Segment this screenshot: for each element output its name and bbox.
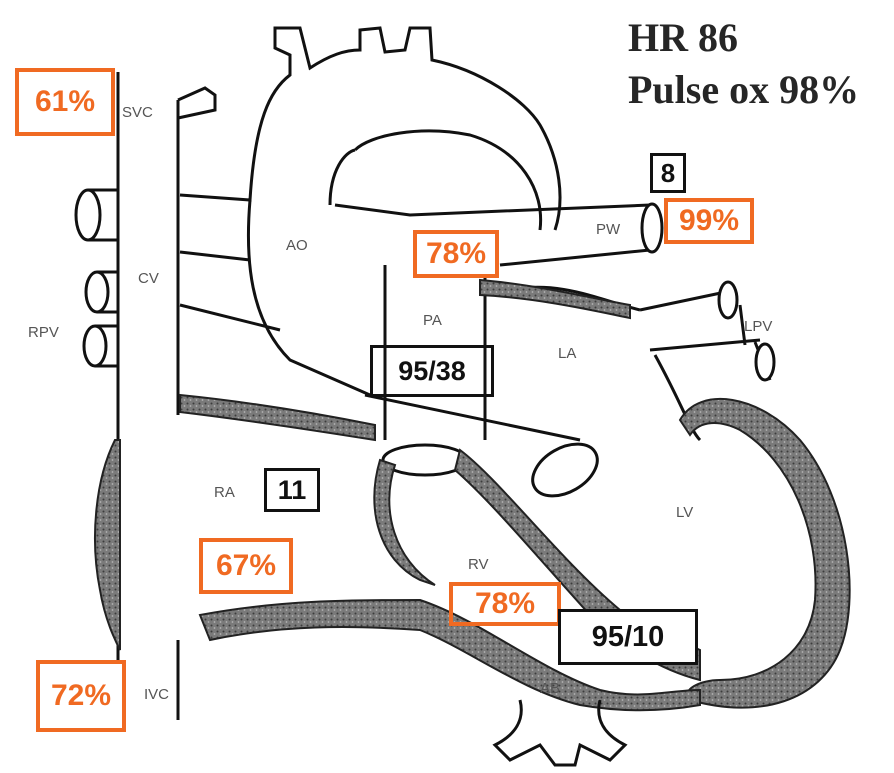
right-pulmonary-veins	[76, 190, 118, 366]
label-lpv: LPV	[744, 318, 772, 335]
right-ventricle-pressure: 95/10	[558, 609, 698, 665]
lv-wall	[680, 399, 850, 708]
svc-saturation: 61%	[15, 68, 115, 136]
pa-diagonal	[365, 395, 580, 440]
label-ao: AO	[286, 237, 308, 254]
label-la: LA	[558, 345, 576, 362]
interatrial-septum	[180, 395, 375, 440]
right-ventricle-saturation: 78%	[449, 582, 561, 626]
right-atrium-pressure: 11	[264, 468, 320, 512]
label-svc: SVC	[122, 104, 153, 121]
svc-vessel	[118, 72, 178, 660]
rv-trabecula	[374, 460, 435, 585]
ra-wall	[95, 440, 120, 650]
pulmonary-wedge-end	[642, 204, 662, 252]
ascending-aorta	[248, 200, 370, 395]
label-ra: RA	[214, 484, 235, 501]
left-pulmonary-veins	[640, 290, 770, 380]
pulmonary-wedge-saturation: 99%	[664, 198, 754, 244]
pulmonary-artery-pressure: 95/38	[370, 345, 494, 397]
right-atrium-saturation: 67%	[199, 538, 293, 594]
mitral-valve	[524, 433, 607, 506]
label-pw: PW	[596, 221, 620, 238]
label-rv: RV	[468, 556, 489, 573]
pulmonary-wedge-pressure: 8	[650, 153, 686, 193]
label-rpv: RPV	[28, 324, 59, 341]
label-ivc: IVC	[144, 686, 169, 703]
label-ab: AB	[540, 680, 560, 697]
aorta-branch-lines	[180, 252, 280, 330]
label-pa: PA	[423, 312, 442, 329]
label-lv: LV	[676, 504, 693, 521]
pulse-ox: Pulse ox 98%	[628, 70, 859, 110]
ivc-saturation: 72%	[36, 660, 126, 732]
label-cv: CV	[138, 270, 159, 287]
descending-aorta	[495, 700, 625, 765]
aortic-arch	[180, 28, 560, 230]
pulmonary-artery-saturation: 78%	[413, 230, 499, 278]
heart-rate: HR 86	[628, 18, 738, 58]
ivc-vessel	[118, 640, 178, 720]
svc-branch	[178, 88, 215, 118]
